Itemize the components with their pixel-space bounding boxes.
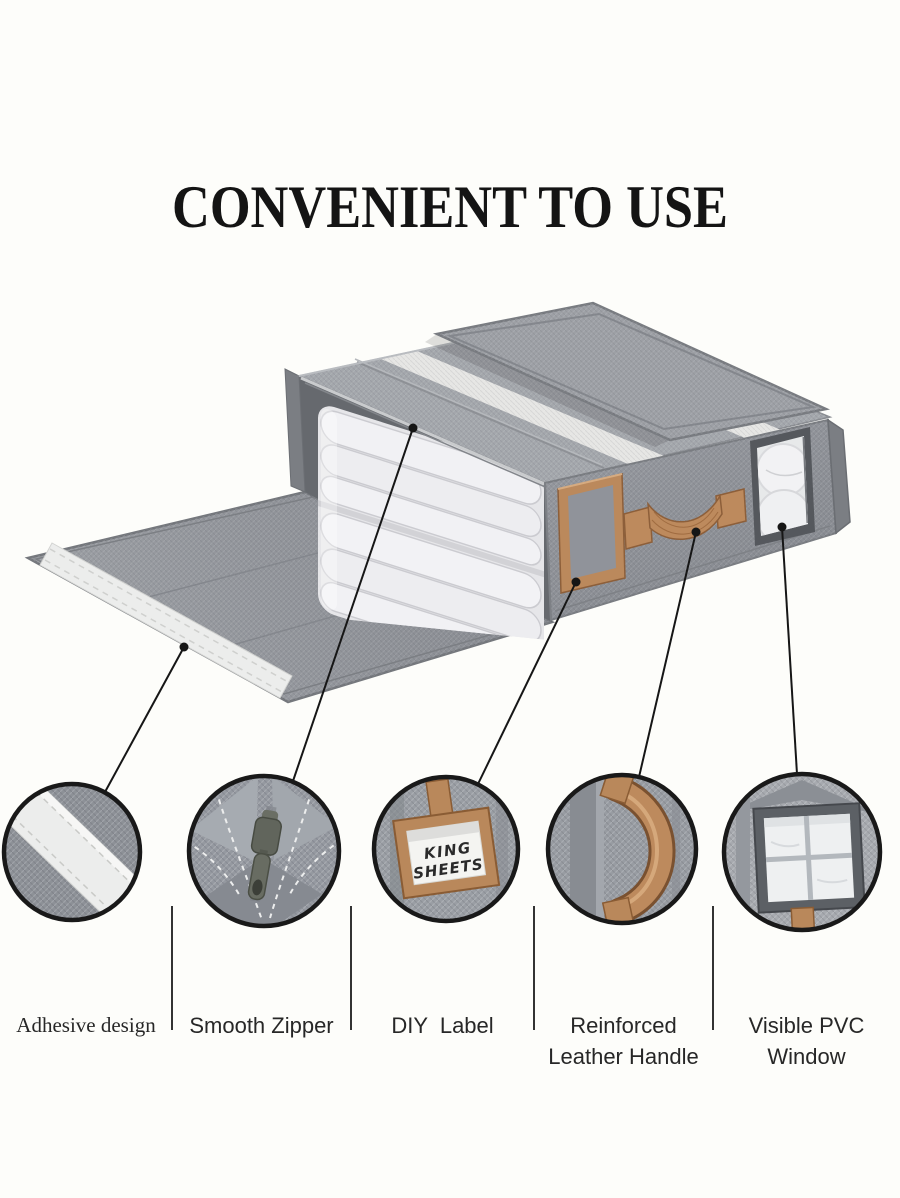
caption-line: Visible PVC (748, 1013, 865, 1038)
callout-circle-adhesive (1, 781, 143, 923)
leather-handle (623, 488, 747, 550)
storage-box-lid (425, 301, 831, 447)
caption-line: DIY Label (391, 1013, 494, 1038)
zipper-slider-icon (247, 805, 283, 903)
callout-circle-pvc-window (721, 771, 883, 933)
dot-window (777, 522, 787, 532)
caption-line: Reinforced (570, 1013, 677, 1038)
callout-lines (104, 427, 798, 793)
callout-dots (179, 423, 787, 652)
box-front-panel (543, 418, 838, 622)
dot-handle (691, 527, 701, 537)
leader-line-label (477, 581, 577, 785)
caption-adhesive-design: Adhesive design (0, 948, 172, 1072)
storage-box-product (24, 301, 851, 704)
callout-circle-diy-label: KING SHEETS (371, 774, 521, 924)
caption-visible-pvc-window: Visible PVC Window (713, 948, 900, 1103)
page-title: CONVENIENT TO USE (171, 173, 728, 241)
caption-diy-label: DIY Label (351, 948, 534, 1072)
box-right-edge (827, 418, 851, 535)
caption-line: Smooth Zipper (189, 1013, 334, 1038)
folded-sheets (318, 406, 544, 640)
handle-strap-icon (599, 775, 676, 923)
box-left-wall (284, 368, 306, 493)
dot-adhesive (179, 642, 189, 652)
leader-line-window (781, 526, 798, 775)
caption-dividers (171, 906, 714, 1030)
adhesive-strip (39, 542, 293, 699)
leader-line-zipper (292, 427, 414, 782)
pvc-window (750, 427, 815, 546)
leader-line-handle (638, 531, 697, 778)
label-frame (557, 473, 626, 594)
caption-line: Leather Handle (548, 1044, 699, 1069)
dot-label (571, 577, 581, 587)
callout-circle-zipper (186, 773, 342, 929)
leader-line-adhesive (104, 646, 185, 793)
callout-circle-handle (545, 772, 699, 926)
dot-zipper (408, 423, 418, 433)
caption-line: Adhesive design (16, 1013, 156, 1037)
caption-smooth-zipper: Smooth Zipper (172, 948, 351, 1072)
caption-line: Window (767, 1044, 846, 1069)
window-panes-icon (752, 802, 866, 914)
